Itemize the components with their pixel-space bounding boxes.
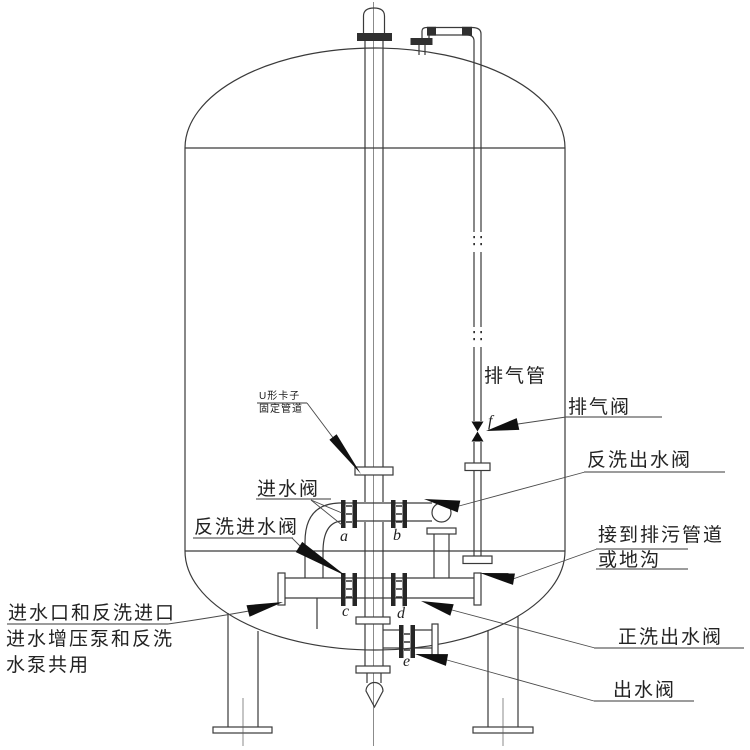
valve-tag-c: c xyxy=(342,603,350,620)
vent-valve-label: 排气阀 xyxy=(568,397,632,418)
backwash-inlet-valve-label: 反洗进水阀 xyxy=(194,517,300,538)
valve-tag-e: e xyxy=(403,653,411,670)
vent-pipe-label: 排气管 xyxy=(484,366,548,387)
rinse-outlet-valve-label: 正洗出水阀 xyxy=(618,627,724,648)
arrow-vent-valve xyxy=(486,418,520,431)
riser-lower-flange xyxy=(355,616,391,625)
outlet-end-flange xyxy=(431,623,439,659)
outlet-valve-label: 出水阀 xyxy=(613,680,677,701)
tank-legs xyxy=(212,613,534,746)
valve-a xyxy=(341,500,357,528)
arrow-backwash-inlet-valve xyxy=(295,541,346,576)
valve-tag-d: d xyxy=(397,605,405,622)
arrow-inlet-port xyxy=(246,602,283,617)
arrow-backwash-outlet-valve xyxy=(424,499,461,513)
valve-e xyxy=(399,625,415,658)
annotation-arrows xyxy=(246,418,520,666)
valve-b xyxy=(391,500,407,528)
inlet-valve-label: 进水阀 xyxy=(257,479,321,500)
valve-c xyxy=(341,573,357,606)
inlet-elbow-outer xyxy=(304,502,340,578)
riser-bottom-flange xyxy=(355,665,391,674)
leader-lines xyxy=(167,402,598,702)
vent-mid-flange xyxy=(464,462,491,472)
vent-pipe-assembly xyxy=(410,26,493,565)
vent-end-flange xyxy=(462,555,493,565)
clamp-note-line2: 固定管道 xyxy=(259,404,303,415)
inlet-note-line2: 进水增压泵和反洗 xyxy=(6,629,175,650)
drain-note-line2: 或地沟 xyxy=(598,550,662,571)
valve-tag-b: b xyxy=(393,527,401,544)
valve-tag-f: f xyxy=(488,413,493,430)
inlet-elbow-inner xyxy=(322,520,342,578)
inlet-note-line3: 水泵共用 xyxy=(6,655,91,676)
elbow-flange xyxy=(426,527,457,535)
backwash-outlet-valve-label: 反洗出水阀 xyxy=(587,450,693,471)
riser-bottom-cap xyxy=(365,681,384,709)
arrow-outlet-valve xyxy=(415,654,449,666)
arrow-rinse-outlet-valve xyxy=(421,601,454,616)
riser-mid-flange xyxy=(354,466,394,476)
riser-top-flange xyxy=(357,33,392,41)
valve-d xyxy=(391,573,407,606)
arrow-drain-connection xyxy=(480,573,515,585)
outlet-branch xyxy=(383,623,439,659)
central-riser-pipe xyxy=(354,7,394,709)
bottom-manifold xyxy=(277,572,482,629)
label-underlines xyxy=(7,402,744,702)
manifold-right-flange xyxy=(473,572,482,606)
inlet-note-line1: 进水口和反洗进口 xyxy=(8,603,177,624)
clamp-note-line1: U形卡子 xyxy=(259,391,301,402)
valve-tag-a: a xyxy=(340,528,348,545)
arrow-to-riser-flange xyxy=(329,434,361,474)
vent-nozzle-flange xyxy=(410,38,433,45)
tank-outline xyxy=(184,47,566,651)
drain-note-line1: 接到排污管道 xyxy=(598,525,725,546)
vent-valve-f-symbol xyxy=(471,421,484,442)
manifold-left-flange xyxy=(277,572,286,606)
inlet-manifold xyxy=(304,500,457,578)
